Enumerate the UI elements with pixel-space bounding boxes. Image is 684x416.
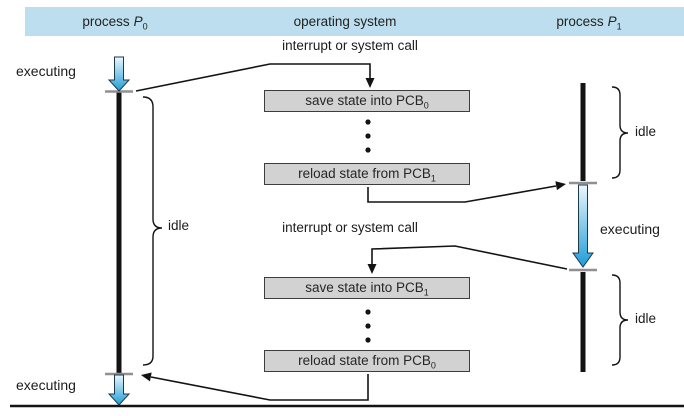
label-executing-p1: executing — [600, 221, 660, 237]
box-save-state-pcb1: save state into PCB1 — [264, 277, 470, 299]
connector-reload-pcb1-to-p1 — [367, 185, 557, 203]
box-save-state-pcb0: save state into PCB0 — [264, 90, 470, 112]
connector-p0-to-save-pcb0 — [135, 63, 371, 92]
box-reload-state-pcb1: reload state from PCB1 — [264, 163, 470, 185]
p0-executing-arrow-bottom — [107, 374, 131, 406]
header-p0-subscript: 0 — [142, 21, 148, 32]
connector-reload-pcb0-to-p0 — [150, 374, 369, 401]
arrowhead-to-p0-resume — [141, 372, 152, 382]
header-p0-var: P — [133, 14, 143, 29]
box-reload-state-pcb0: reload state from PCB0 — [264, 350, 470, 372]
arrowhead-into-save-pcb1 — [367, 264, 377, 274]
p1-executing-arrow — [572, 184, 594, 268]
header-p1-var: P — [607, 14, 617, 29]
ellipsis-dots-bottom — [365, 309, 371, 343]
box-reload-state-pcb0-subscript: 0 — [430, 360, 436, 371]
ellipsis-dots-top — [365, 119, 371, 153]
box-reload-state-pcb0-text: reload state from PCB — [298, 353, 431, 368]
box-reload-state-pcb1-subscript: 1 — [430, 173, 436, 184]
brace-p1-idle-top — [611, 86, 629, 179]
box-reload-state-pcb1-text: reload state from PCB — [298, 166, 431, 181]
header-p1-text: process — [556, 14, 604, 29]
brace-p1-idle-bottom — [611, 274, 629, 366]
label-executing-p0-top: executing — [16, 63, 76, 79]
connector-p1-to-save-pcb1 — [371, 245, 568, 270]
arrowhead-to-p1-start — [555, 181, 566, 191]
box-save-state-pcb1-text: save state into PCB — [305, 280, 424, 295]
label-idle-p1-bottom: idle — [635, 311, 657, 326]
box-save-state-pcb0-subscript: 0 — [423, 100, 429, 111]
header-os-text: operating system — [293, 14, 397, 29]
brace-p0-idle — [142, 96, 163, 366]
label-idle-p0: idle — [168, 218, 190, 233]
label-interrupt-or-system-call-middle: interrupt or system call — [282, 220, 418, 235]
header-label-operating-system: operating system — [245, 7, 445, 36]
box-save-state-pcb0-text: save state into PCB — [305, 93, 424, 108]
header-p1-subscript: 1 — [616, 21, 622, 32]
box-save-state-pcb1-subscript: 1 — [423, 287, 429, 298]
arrowhead-into-save-pcb0 — [365, 78, 375, 88]
p0-executing-arrow-top — [107, 56, 131, 92]
label-executing-p0-bottom: executing — [16, 377, 76, 393]
header-p0-text: process — [82, 14, 130, 29]
label-interrupt-or-system-call-top: interrupt or system call — [282, 38, 418, 53]
label-idle-p1-top: idle — [635, 124, 657, 139]
